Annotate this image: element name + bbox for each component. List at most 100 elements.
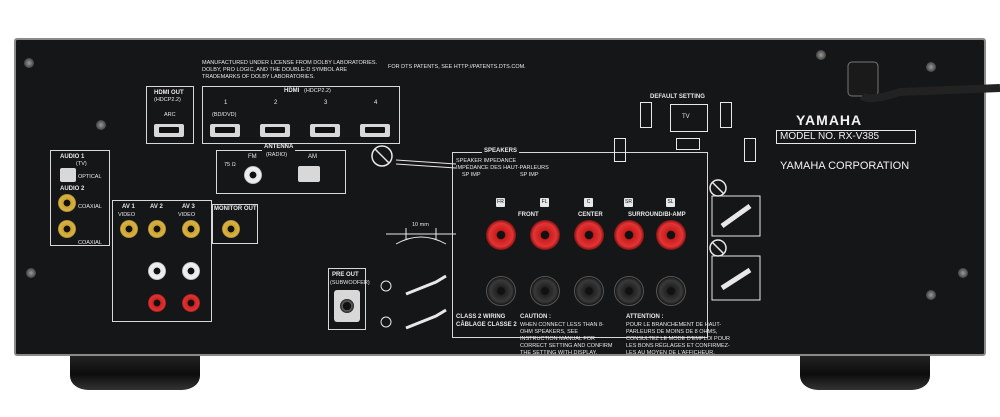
screw-icon [958, 268, 968, 278]
fm-antenna-jack[interactable] [244, 166, 262, 184]
monitor-out-panel [212, 204, 258, 244]
jack-hole-icon [340, 299, 354, 313]
center-minus-terminal[interactable] [574, 276, 604, 306]
arc-label: ARC [164, 112, 176, 118]
av3-video-jack[interactable] [182, 220, 200, 238]
hdmi-in-port-1[interactable] [210, 124, 240, 137]
antenna-sub: (RADIO) [266, 152, 288, 158]
coaxial-label: COAXIAL [78, 204, 102, 210]
sp-imp-label: SP IMP [520, 172, 539, 178]
front-left-plus-terminal[interactable] [530, 220, 560, 250]
am-label: AM [308, 154, 317, 160]
yamaha-logo: YAMAHA [796, 112, 863, 128]
screw-icon [24, 58, 34, 68]
sr-tag: SR [624, 198, 633, 207]
speaker-impedance-fr: IMPÉDANCE DES HAUT-PARLEURS [456, 165, 549, 171]
hdmi-in-port-4[interactable] [360, 124, 390, 137]
av3-audio-right-jack[interactable] [182, 294, 200, 312]
fr-tag: FR [496, 198, 505, 207]
video-label: VIDEO [118, 212, 136, 218]
front-left-minus-terminal[interactable] [530, 276, 560, 306]
caution-text: WHEN CONNECT LESS THAN 8-OHM SPEAKERS, S… [520, 322, 613, 356]
av2-audio-left-jack[interactable] [148, 262, 166, 280]
default-setting-label: DEFAULT SETTING [650, 94, 705, 100]
center-label: CENTER [578, 212, 603, 218]
surround-left-plus-terminal[interactable] [656, 220, 686, 250]
speaker-panel [452, 152, 708, 338]
strip-length-label: 10 mm [412, 222, 429, 228]
av1-label: AV 1 [122, 204, 135, 210]
class2-label: CLASS 2 WIRING [456, 314, 506, 320]
hdmi-in-port-3[interactable] [310, 124, 340, 137]
speaker-icon [614, 138, 626, 162]
speaker-icon [640, 102, 652, 128]
subwoofer-out-jack[interactable] [334, 290, 360, 322]
hdmi-out-panel [146, 86, 194, 144]
fm-label: FM [248, 154, 257, 160]
screw-icon [96, 120, 106, 130]
hdmi-out-port[interactable] [154, 124, 184, 137]
corporation-label: YAMAHA CORPORATION [780, 160, 910, 172]
optical-input-port[interactable] [60, 168, 76, 182]
coaxial2-label: COAXIAL [78, 240, 102, 246]
sl-tag: SL [666, 198, 675, 207]
caution-title: CAUTION : [520, 314, 551, 320]
tv-label: TV [682, 114, 690, 120]
attention-title: ATTENTION : [626, 314, 664, 320]
pre-out-label: PRE OUT [332, 272, 359, 278]
hdmi-port-number: 2 [274, 100, 278, 106]
power-cord [847, 61, 1000, 103]
screw-icon [926, 62, 936, 72]
pre-out-panel [328, 268, 366, 330]
audio2-label: AUDIO 2 [60, 186, 85, 192]
coaxial-input-jack-2[interactable] [58, 220, 76, 238]
hdmi-out-label: HDMI OUT [154, 90, 184, 96]
av1-video-jack[interactable] [120, 220, 138, 238]
hdmi-in-label: HDMI [284, 88, 300, 94]
audio1-label: AUDIO 1 [60, 154, 85, 160]
receiver-rear-panel: MANUFACTURED UNDER LICENSE FROM DOLBY LA… [14, 38, 986, 356]
ohm-label: 75 Ω [224, 162, 236, 168]
av3-audio-left-jack[interactable] [182, 262, 200, 280]
antenna-label: ANTENNA [262, 144, 296, 151]
pre-out-sub: (SUBWOOFER) [330, 280, 370, 286]
am-antenna-terminal[interactable] [298, 166, 320, 182]
monitor-out-label: MONITOR OUT [214, 206, 257, 212]
sp-imp-label: SP IMP [462, 172, 481, 178]
av2-video-jack[interactable] [148, 220, 166, 238]
front-right-minus-terminal[interactable] [486, 276, 516, 306]
coaxial-input-jack[interactable] [58, 194, 76, 212]
audio1-sub: (TV) [76, 161, 87, 167]
av2-label: AV 2 [150, 204, 163, 210]
video-label: VIDEO [178, 212, 196, 218]
c-tag: C [584, 198, 593, 207]
av2-audio-right-jack[interactable] [148, 294, 166, 312]
surround-right-minus-terminal[interactable] [614, 276, 644, 306]
hdmi-port-number: 1 [224, 100, 228, 106]
no-touch-warning-icon [709, 179, 761, 301]
speaker-icon [676, 138, 700, 150]
speaker-icon [720, 102, 732, 128]
hdmi-out-sub: (HDCP2.2) [154, 97, 181, 103]
screw-icon [26, 268, 36, 278]
screw-icon [816, 50, 826, 60]
av-panel [112, 200, 212, 322]
front-label: FRONT [518, 212, 539, 218]
dolby-license-text: MANUFACTURED UNDER LICENSE FROM DOLBY LA… [202, 60, 378, 80]
monitor-out-jack[interactable] [222, 220, 240, 238]
front-right-plus-terminal[interactable] [486, 220, 516, 250]
dts-license-text: FOR DTS PATENTS, SEE HTTP://PATENTS.DTS.… [388, 64, 526, 70]
left-foot [70, 350, 200, 390]
hdmi-in-sub: (HDCP2.2) [304, 88, 331, 94]
hdmi-in-panel [202, 86, 400, 144]
surround-label: SURROUND/BI-AMP [628, 212, 686, 218]
surround-left-minus-terminal[interactable] [656, 276, 686, 306]
hdmi-port-number: 3 [324, 100, 328, 106]
hdmi-in-port-2[interactable] [260, 124, 290, 137]
screw-icon [926, 290, 936, 300]
wire-strip-diagram [371, 145, 457, 330]
center-plus-terminal[interactable] [574, 220, 604, 250]
speaker-impedance-label: SPEAKER IMPEDANCE [456, 158, 517, 164]
tv-icon [670, 104, 708, 132]
surround-right-plus-terminal[interactable] [614, 220, 644, 250]
